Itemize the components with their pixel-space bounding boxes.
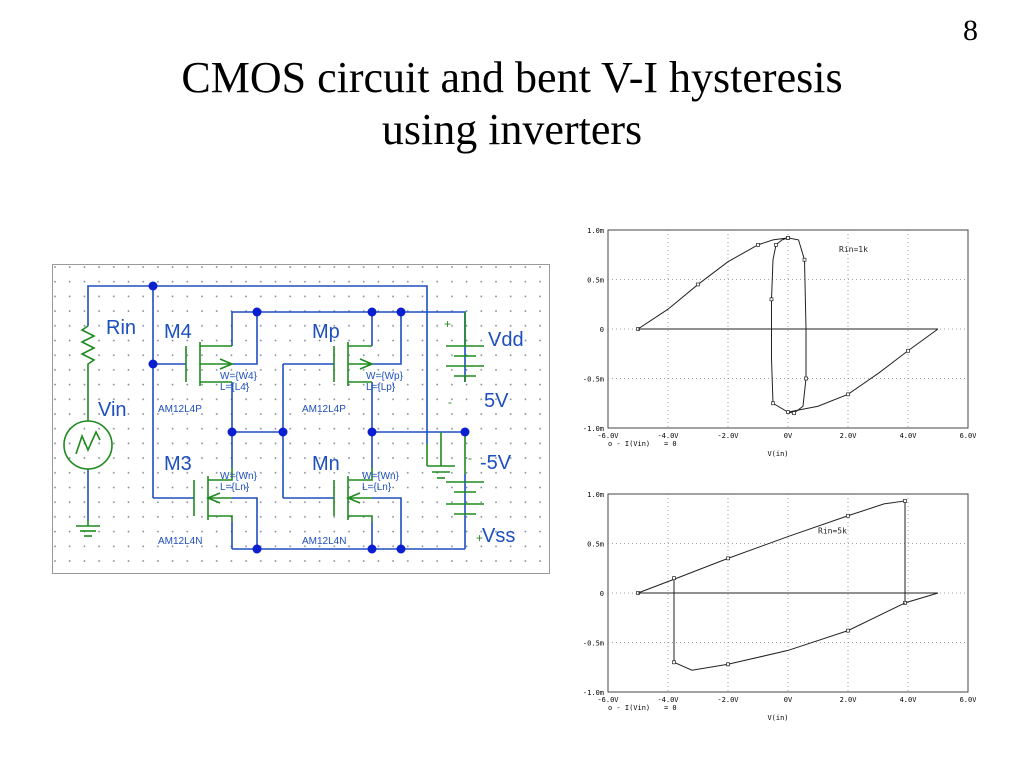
data-point bbox=[903, 499, 907, 503]
x-tick-label: 6.0V bbox=[960, 696, 976, 704]
label-m3-model: AM12L4N bbox=[158, 536, 202, 547]
label-mn-model: AM12L4N bbox=[302, 536, 346, 547]
series-line-1 bbox=[787, 328, 939, 413]
series-line-0 bbox=[637, 500, 939, 604]
label-m3: M3 bbox=[164, 453, 192, 475]
label-minus-mid: - bbox=[448, 395, 452, 409]
data-point bbox=[756, 243, 760, 247]
slide-title-line1: CMOS circuit and bent V-I hysteresis bbox=[181, 53, 843, 102]
y-tick-label: 0 bbox=[600, 326, 604, 334]
y-tick-label: -0.5m bbox=[583, 376, 604, 384]
y-tick-label: -1.0m bbox=[583, 425, 604, 433]
x-tick-label: -2.0V bbox=[717, 696, 739, 704]
label-m3-l: L={Ln} bbox=[220, 482, 250, 493]
label-vss: Vss bbox=[482, 525, 515, 547]
data-point bbox=[846, 513, 850, 518]
y-tick-label: 0 bbox=[600, 590, 604, 598]
label-vdd: Vdd bbox=[488, 329, 524, 351]
series-line-1 bbox=[673, 578, 906, 671]
data-point bbox=[786, 236, 790, 240]
rin-resistor bbox=[80, 325, 96, 414]
y-tick-label: 1.0m bbox=[587, 227, 604, 235]
label-mp: Mp bbox=[312, 321, 340, 343]
label-mn-w: W={Wn} bbox=[362, 471, 400, 482]
data-point bbox=[771, 401, 775, 406]
label-vin: Vin bbox=[98, 399, 127, 421]
x-tick-label: 0V bbox=[784, 696, 793, 704]
label-m4-l: L={L4} bbox=[220, 382, 250, 393]
x-tick-label: -4.0V bbox=[657, 432, 679, 440]
x-tick-label: -4.0V bbox=[657, 696, 679, 704]
x-tick-label: 2.0V bbox=[840, 432, 858, 440]
label-mp-l: L={Lp} bbox=[366, 382, 396, 393]
data-point bbox=[769, 297, 774, 302]
plot-annotation: Rin=5k bbox=[818, 527, 847, 536]
wires bbox=[87, 285, 466, 550]
x-axis-label: V(in) bbox=[767, 714, 788, 722]
x-tick-label: -6.0V bbox=[597, 432, 619, 440]
y-tick-label: -1.0m bbox=[583, 689, 604, 697]
polarity-marks: + - - + bbox=[444, 317, 483, 545]
data-point bbox=[726, 556, 730, 561]
y-tick-label: 0.5m bbox=[587, 277, 604, 285]
hysteresis-plot-rin5k: -6.0V -4.0V -2.0V 0V 2.0V 4.0V 6.0V 1.0m 0.5m 0 -0… bbox=[583, 491, 976, 722]
label-m3-w: W={Wn} bbox=[220, 471, 258, 482]
data-point bbox=[846, 392, 850, 397]
label-minus5v: -5V bbox=[480, 452, 512, 474]
legend-entry-2: = 0 bbox=[664, 704, 677, 712]
data-point bbox=[672, 660, 676, 665]
x-tick-label: 2.0V bbox=[840, 696, 858, 704]
data-point bbox=[846, 628, 850, 633]
data-point bbox=[802, 257, 807, 262]
label-mn: Mn bbox=[312, 453, 340, 475]
label-m4-w: W={W4} bbox=[220, 371, 258, 382]
plot-annotation: Rin=1k bbox=[839, 245, 868, 254]
cmos-schematic: Rin Vin M4 Mp M3 Mn Vdd Vss 5V -5V W={W4… bbox=[52, 264, 550, 574]
y-tick-label: -0.5m bbox=[583, 640, 604, 648]
data-point bbox=[774, 243, 778, 247]
components bbox=[63, 312, 484, 537]
label-mn-l: L={Ln} bbox=[362, 482, 392, 493]
data-point bbox=[786, 410, 790, 415]
nodes bbox=[148, 281, 470, 554]
slide-title-line2: using inverters bbox=[381, 105, 643, 154]
data-point bbox=[804, 376, 808, 381]
schematic-labels: Rin Vin M4 Mp M3 Mn Vdd Vss 5V -5V W={W4… bbox=[98, 317, 524, 547]
data-point bbox=[672, 576, 676, 581]
data-point bbox=[792, 411, 796, 415]
y-tick-label: 0.5m bbox=[587, 541, 604, 549]
label-5v: 5V bbox=[484, 390, 509, 412]
x-axis-label: V(in) bbox=[767, 450, 788, 458]
data-point bbox=[726, 662, 730, 667]
label-plus-top: + bbox=[444, 317, 451, 331]
y-tick-label: 1.0m bbox=[587, 491, 604, 499]
page-number: 8 bbox=[963, 14, 978, 47]
slide-title: CMOS circuit and bent V-I hysteresis usi… bbox=[0, 52, 1024, 156]
x-tick-label: 4.0V bbox=[900, 432, 918, 440]
data-point bbox=[696, 282, 700, 287]
x-tick-label: -6.0V bbox=[597, 696, 619, 704]
x-tick-label: 6.0V bbox=[960, 432, 976, 440]
label-minus-mid2: - bbox=[468, 451, 472, 465]
hysteresis-plot-rin1k: -6.0V -4.0V -2.0V 0V 2.0V 4.0V 6.0V 1.0m 0.5m 0 -0… bbox=[583, 227, 976, 458]
x-tick-label: -2.0V bbox=[717, 432, 739, 440]
label-rin: Rin bbox=[106, 317, 136, 339]
legend-entry-2: = 0 bbox=[664, 440, 677, 448]
legend-entry: o - I(Vin) bbox=[608, 440, 650, 448]
label-plus-bot: + bbox=[476, 531, 483, 545]
label-mp-w: W={Wp} bbox=[366, 371, 404, 382]
legend-entry: o - I(Vin) bbox=[608, 704, 650, 712]
x-tick-label: 0V bbox=[784, 432, 793, 440]
data-point bbox=[906, 348, 910, 353]
label-m4-model: AM12L4P bbox=[158, 404, 202, 415]
x-tick-label: 4.0V bbox=[900, 696, 918, 704]
label-mp-model: AM12L4P bbox=[302, 404, 346, 415]
label-m4: M4 bbox=[164, 321, 192, 343]
